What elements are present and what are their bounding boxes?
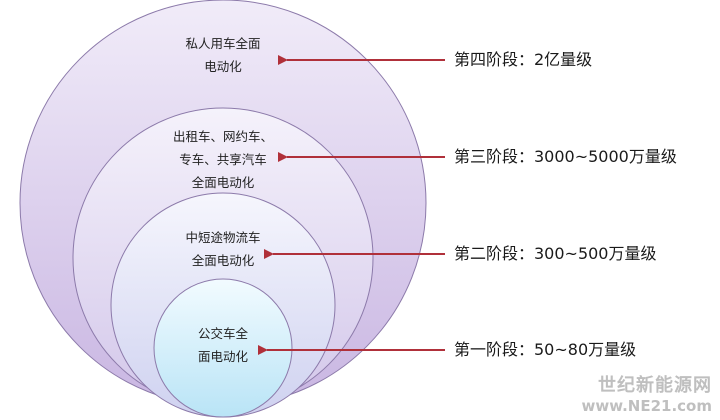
circle-text-stage-1: 公交车全 面电动化 xyxy=(198,326,249,364)
circle-4-line-1: 私人用车全面 xyxy=(185,36,260,51)
circle-2-line-1: 中短途物流车 xyxy=(185,230,260,245)
stage-1-label: 第一阶段：50~80万量级 xyxy=(454,340,637,359)
stage-2-label: 第二阶段：300~500万量级 xyxy=(454,244,657,263)
circle-3-line-2: 专车、共享汽车 xyxy=(179,152,267,167)
circle-3-line-1: 出租车、网约车、 xyxy=(173,129,273,144)
circle-text-stage-4: 私人用车全面 电动化 xyxy=(185,36,260,74)
circle-1-line-1: 公交车全 xyxy=(198,326,249,341)
circle-2-line-2: 全面电动化 xyxy=(192,253,255,268)
circle-text-stage-3: 出租车、网约车、 专车、共享汽车 全面电动化 xyxy=(173,129,273,190)
watermark-line-2: www.NE21.com xyxy=(581,397,712,415)
circle-text-stage-2: 中短途物流车 全面电动化 xyxy=(185,230,260,268)
circle-4-line-2: 电动化 xyxy=(204,59,242,74)
circle-3-line-3: 全面电动化 xyxy=(192,175,255,190)
stage-4-label: 第四阶段：2亿量级 xyxy=(454,50,593,69)
circle-stage-1 xyxy=(153,278,293,418)
watermark: 世纪新能源网 www.NE21.com xyxy=(581,376,712,416)
stage-3-label: 第三阶段：3000~5000万量级 xyxy=(454,147,677,166)
circle-1-line-2: 面电动化 xyxy=(198,349,249,364)
watermark-line-1: 世纪新能源网 xyxy=(598,375,712,396)
